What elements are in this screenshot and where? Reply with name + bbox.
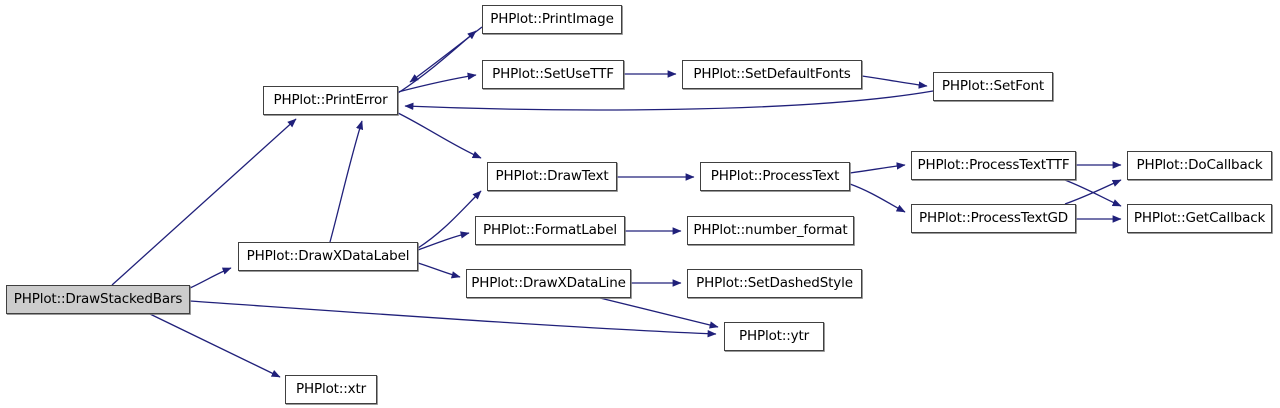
graph-node-drawtext[interactable]: PHPlot::DrawText	[487, 162, 617, 191]
graph-node-label-processtext: PHPlot::ProcessText	[710, 167, 840, 184]
graph-node-label-drawstackedbars: PHPlot::DrawStackedBars	[13, 290, 183, 307]
graph-node-xtr[interactable]: PHPlot::xtr	[285, 375, 377, 404]
graph-node-label-processtextgd: PHPlot::ProcessTextGD	[918, 209, 1069, 226]
edge-setfont-printerror	[404, 90, 934, 111]
graph-node-label-drawxdatalabel: PHPlot::DrawXDataLabel	[246, 247, 410, 264]
edge-drawstackedbars-ytr	[189, 300, 717, 338]
edge-printerror-setusettf	[397, 72, 477, 93]
graph-node-processtextttf[interactable]: PHPlot::ProcessTextTTF	[911, 151, 1076, 180]
graph-node-getcallback[interactable]: PHPlot::GetCallback	[1127, 204, 1272, 233]
graph-node-label-xtr: PHPlot::xtr	[295, 380, 367, 397]
graph-node-label-processtextttf: PHPlot::ProcessTextTTF	[917, 156, 1070, 173]
graph-node-label-setusettf: PHPlot::SetUseTTF	[492, 65, 614, 82]
graph-node-label-printimage: PHPlot::PrintImage	[490, 10, 614, 27]
edge-processtextgd-docallback	[1064, 179, 1122, 205]
edge-drawxdataline-ytr	[599, 297, 719, 329]
graph-node-docallback[interactable]: PHPlot::DoCallback	[1127, 151, 1272, 180]
edge-drawxdatalabel-drawtext	[417, 190, 482, 249]
edge-drawstackedbars-xtr	[149, 313, 281, 378]
graph-node-setdashedstyle[interactable]: PHPlot::SetDashedStyle	[687, 269, 862, 298]
edge-printimage-printerror	[409, 26, 483, 83]
graph-node-label-setdashedstyle: PHPlot::SetDashedStyle	[696, 274, 853, 291]
edge-drawxdatalabel-drawxdataline	[417, 262, 461, 279]
graph-node-ytr[interactable]: PHPlot::ytr	[724, 322, 824, 351]
graph-node-label-number_format: PHPlot::number_format	[693, 221, 848, 238]
graph-node-printerror[interactable]: PHPlot::PrintError	[263, 86, 398, 115]
graph-node-drawxdatalabel[interactable]: PHPlot::DrawXDataLabel	[238, 242, 418, 271]
graph-node-label-getcallback: PHPlot::GetCallback	[1133, 209, 1266, 226]
graph-node-label-docallback: PHPlot::DoCallback	[1136, 156, 1263, 173]
edge-drawxdatalabel-printerror	[329, 120, 364, 243]
graph-node-drawxdataline[interactable]: PHPlot::DrawXDataLine	[466, 269, 631, 298]
graph-node-label-drawxdataline: PHPlot::DrawXDataLine	[471, 274, 626, 291]
graph-node-label-setfont: PHPlot::SetFont	[941, 77, 1045, 94]
graph-node-formatlabel[interactable]: PHPlot::FormatLabel	[475, 216, 625, 245]
graph-node-processtextgd[interactable]: PHPlot::ProcessTextGD	[911, 204, 1076, 233]
edge-drawstackedbars-drawxdatalabel	[189, 267, 232, 289]
graph-node-label-formatlabel: PHPlot::FormatLabel	[483, 221, 617, 238]
graph-node-printimage[interactable]: PHPlot::PrintImage	[482, 5, 622, 34]
edge-printerror-printimage	[397, 30, 477, 94]
edge-printerror-drawtext	[397, 112, 482, 159]
graph-node-setdefaultfonts[interactable]: PHPlot::SetDefaultFonts	[682, 60, 862, 89]
graph-node-setfont[interactable]: PHPlot::SetFont	[933, 72, 1053, 101]
edge-processtextttf-getcallback	[1064, 179, 1122, 207]
graph-node-label-ytr: PHPlot::ytr	[738, 327, 810, 344]
edge-drawxdatalabel-formatlabel	[417, 231, 470, 251]
graph-node-number_format[interactable]: PHPlot::number_format	[687, 216, 854, 245]
graph-node-setusettf[interactable]: PHPlot::SetUseTTF	[482, 60, 624, 89]
edge-setdefaultfonts-setfont	[861, 75, 928, 89]
graph-node-label-printerror: PHPlot::PrintError	[273, 91, 388, 108]
edge-processtext-processtextttf	[849, 162, 906, 174]
edge-processtext-processtextgd	[849, 183, 906, 213]
graph-node-label-drawtext: PHPlot::DrawText	[495, 167, 609, 184]
graph-node-drawstackedbars[interactable]: PHPlot::DrawStackedBars	[6, 285, 190, 314]
graph-node-processtext[interactable]: PHPlot::ProcessText	[700, 162, 850, 191]
graph-node-label-setdefaultfonts: PHPlot::SetDefaultFonts	[693, 65, 851, 82]
